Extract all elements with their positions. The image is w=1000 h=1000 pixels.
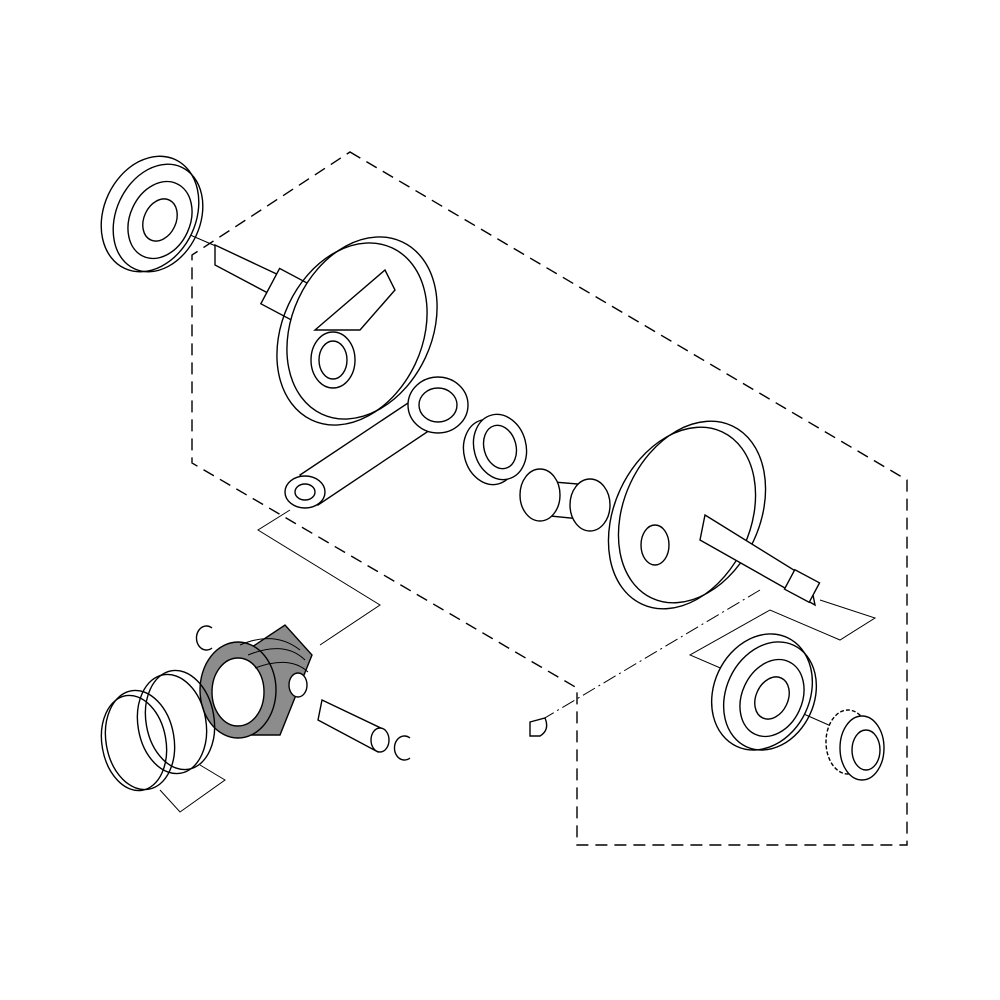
assembly-boundary bbox=[191, 151, 908, 846]
piston bbox=[199, 624, 313, 739]
drive-gear bbox=[825, 709, 885, 781]
connecting-rod bbox=[284, 376, 469, 509]
left-bearing bbox=[100, 155, 204, 273]
needle-bearing bbox=[462, 413, 528, 486]
woodruff-key bbox=[529, 717, 548, 737]
piston-rings bbox=[100, 669, 216, 792]
right-crank-half bbox=[607, 420, 821, 610]
piston-pin bbox=[317, 698, 390, 754]
crank-pin bbox=[519, 468, 611, 532]
right-bearing bbox=[710, 633, 818, 751]
piston-pin-clip-left bbox=[195, 625, 213, 651]
piston-pin-clip-right bbox=[393, 735, 411, 761]
left-crank-half bbox=[214, 236, 438, 426]
